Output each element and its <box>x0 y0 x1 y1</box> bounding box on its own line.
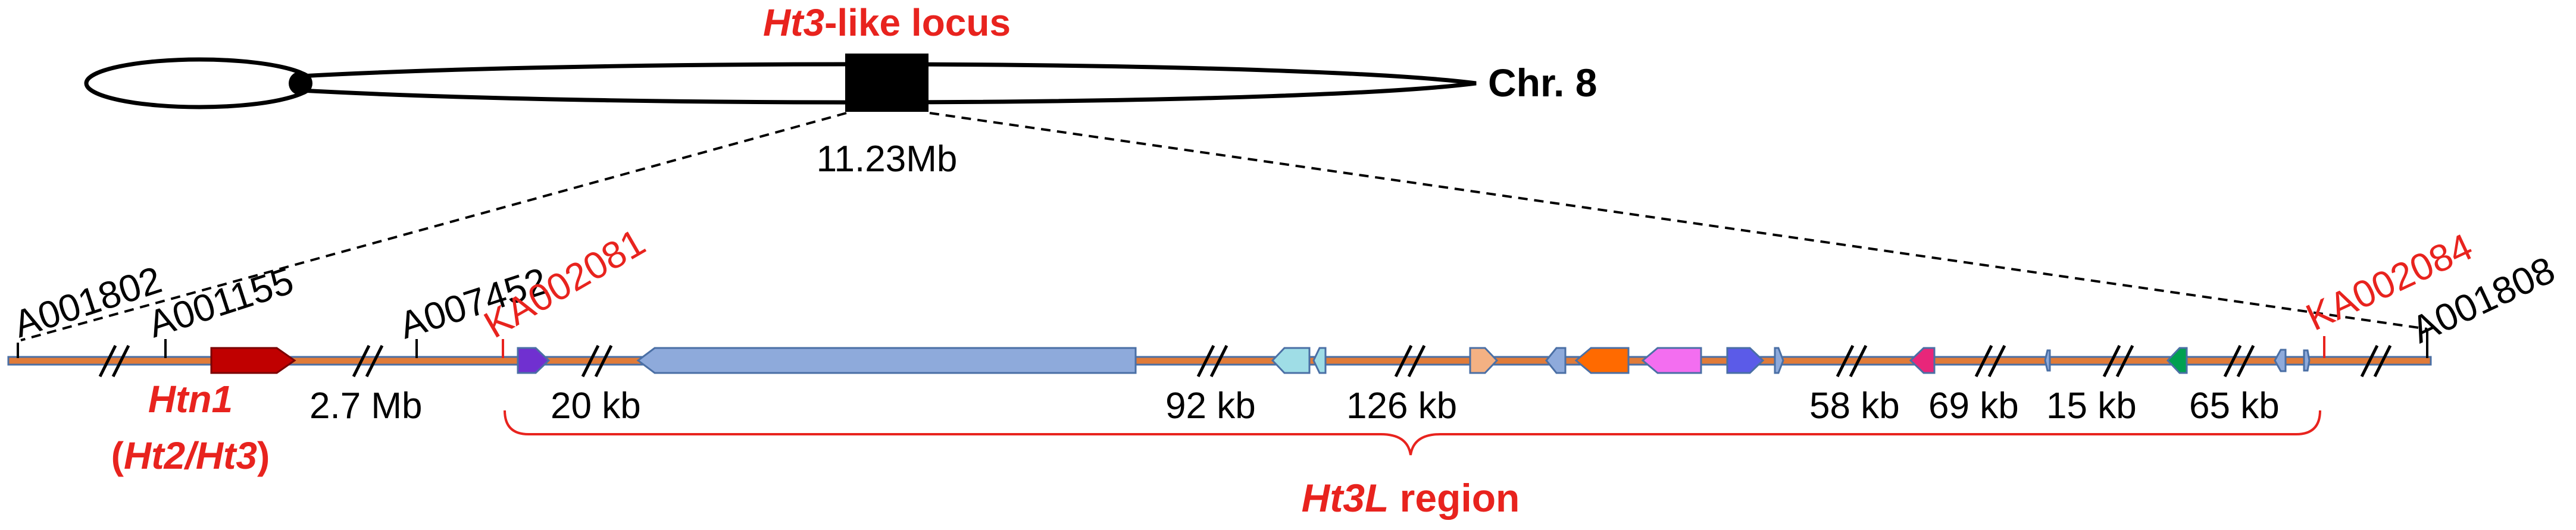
htn1-gene-label: Htn1 <box>148 378 233 421</box>
marker-label-a001802: A001802 <box>8 258 167 346</box>
gap-break-4 <box>1196 344 1228 378</box>
chromosome-short-arm <box>84 57 315 109</box>
chromosome-8 <box>84 54 1477 112</box>
gap-break-10 <box>2360 344 2392 378</box>
gap-label-69kb: 69 kb <box>1928 385 2019 426</box>
zoom-line-left <box>20 112 847 341</box>
alias-close: ) <box>257 434 270 477</box>
gene-arrow-slate-3 <box>2044 349 2051 372</box>
gap-break-7 <box>1974 344 2006 378</box>
chromosome-label: Chr. 8 <box>1488 61 1597 105</box>
gene-arrow-light-cyan-2 <box>1312 347 1327 374</box>
gene-arrow-orange <box>1574 347 1630 374</box>
marker-label-a001155: A001155 <box>143 259 298 346</box>
gap-label-58kb: 58 kb <box>1809 385 1900 426</box>
alias-open: ( <box>111 434 124 477</box>
genes <box>210 347 2311 374</box>
gene-arrow-slate-2 <box>1774 347 1784 374</box>
gap-label-15kb: 15 kb <box>2046 385 2137 426</box>
gene-arrow-green <box>2166 347 2188 374</box>
locus-title-rest: -like locus <box>824 1 1011 44</box>
gap-break-6 <box>1836 344 1868 378</box>
gene-arrow-magenta <box>1641 347 1702 374</box>
gap-break-2 <box>352 344 384 378</box>
gene-arrow-slate-4 <box>2274 349 2287 372</box>
region-name-rest: region <box>1389 476 1520 520</box>
alias-ht2: Ht2 <box>124 434 185 477</box>
ht3-like-locus-band <box>845 54 929 112</box>
gap-label-126kb: 126 kb <box>1346 385 1457 426</box>
locus-title: Ht3-like locus <box>763 1 1011 44</box>
locus-position-label: 11.23Mb <box>817 139 958 180</box>
gene-arrow-peach <box>1469 347 1499 374</box>
gap-label-20kb: 20 kb <box>551 385 641 426</box>
alias-ht3: Ht3 <box>196 434 257 477</box>
gene-arrow-large-blue <box>636 347 1137 374</box>
gene-arrow-light-cyan-1 <box>1271 347 1311 374</box>
gap-label-92kb: 92 kb <box>1165 385 1256 426</box>
centromere <box>289 71 312 95</box>
gap-break-5 <box>1394 344 1426 378</box>
gene-arrow-purple <box>517 347 551 374</box>
region-name-italic: Ht3L <box>1302 476 1389 520</box>
gene-arrow-pink <box>1909 347 1936 374</box>
ht3l-region-label: Ht3L region <box>1302 476 1520 520</box>
gene-arrow-slate-1 <box>1545 347 1567 374</box>
gene-arrow-slate-5 <box>2303 349 2311 372</box>
ht3l-region-brace <box>504 410 2321 456</box>
gap-label-65kb: 65 kb <box>2189 385 2280 426</box>
gap-break-1 <box>98 344 130 378</box>
gap-break-3 <box>581 344 613 378</box>
marker-ticks <box>17 331 2428 358</box>
gap-label-2-7mb: 2.7 Mb <box>310 385 423 426</box>
zoom-line-right <box>929 112 2428 330</box>
htn1-gene-arrow <box>210 347 296 374</box>
gap-break-9 <box>2223 344 2255 378</box>
htn1-alias-label: (Ht2/Ht3) <box>111 434 270 477</box>
gap-breaks <box>98 344 2392 378</box>
locus-title-italic: Ht3 <box>763 1 824 44</box>
gene-arrow-blue-violet <box>1726 347 1765 374</box>
gap-break-8 <box>2102 344 2134 378</box>
